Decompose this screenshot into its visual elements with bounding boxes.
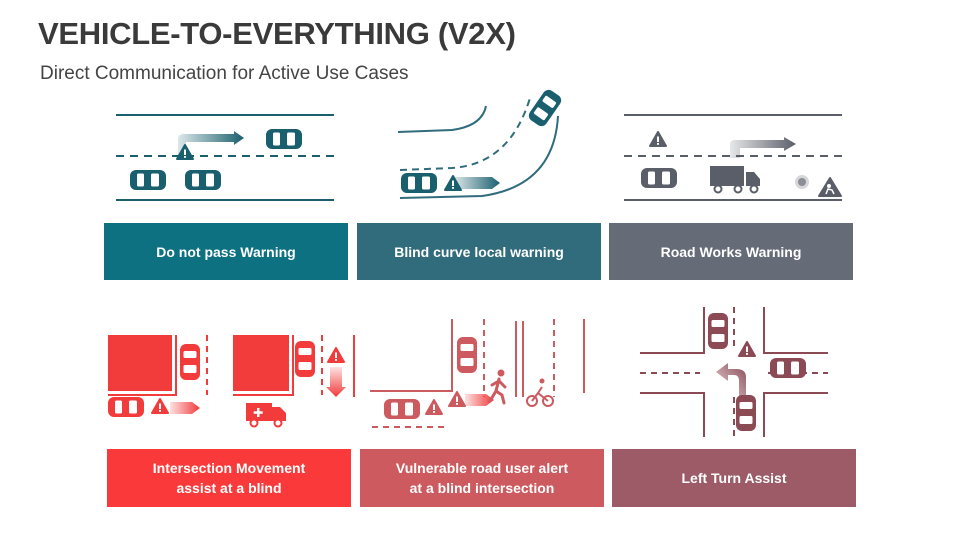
- car-icon: [108, 397, 144, 417]
- use-case-label-left-turn-assist: Left Turn Assist: [612, 449, 856, 507]
- page-title: VEHICLE-TO-EVERYTHING (V2X): [38, 16, 516, 51]
- truck-icon: [710, 166, 760, 194]
- car-icon: [641, 168, 677, 188]
- warning-arrow-down: [326, 367, 346, 397]
- warning-arrow: [170, 402, 200, 414]
- car-icon: [401, 173, 437, 193]
- warning-icon: [649, 131, 667, 147]
- ambulance-icon: [246, 403, 286, 428]
- intersection-curb: [640, 307, 705, 354]
- use-case-label-do-not-pass: Do not pass Warning: [104, 223, 348, 280]
- warning-arrow: [465, 394, 494, 406]
- left-turn-scene: [640, 307, 828, 437]
- curve-road-edge: [399, 115, 559, 199]
- road-hazard-core: [798, 178, 806, 186]
- curve-road-edge: [397, 105, 487, 133]
- overtake-arrow: [178, 131, 244, 156]
- car-icon: [770, 358, 806, 378]
- do-not-pass-scene: [116, 114, 334, 201]
- car-icon: [266, 129, 302, 149]
- curb-line: [370, 319, 453, 392]
- intersection-curb: [640, 392, 705, 437]
- road-worker-sign-icon: [818, 177, 842, 197]
- car-icon: [180, 344, 200, 380]
- car-icon: [185, 170, 221, 190]
- vulnerable-road-user-scene: [370, 319, 585, 428]
- car-icon: [708, 313, 728, 349]
- cyclist-icon: [526, 378, 554, 407]
- building-block: [233, 335, 289, 391]
- pedestrian-icon: [488, 369, 507, 405]
- building-block: [108, 335, 172, 391]
- intersection-curb: [763, 392, 828, 437]
- intersection-curb: [763, 307, 828, 354]
- use-case-label-blind-curve: Blind curve local warning: [357, 223, 601, 280]
- lane-change-arrow: [730, 137, 796, 158]
- curve-lane-divider: [399, 97, 531, 171]
- curb-line: [108, 335, 177, 396]
- warning-icon: [425, 399, 443, 415]
- car-icon: [457, 337, 477, 373]
- page-subtitle: Direct Communication for Active Use Case…: [40, 63, 409, 84]
- warning-icon: [738, 341, 756, 357]
- road-works-scene: [624, 114, 842, 201]
- use-case-label-road-works: Road Works Warning: [609, 223, 853, 280]
- blind-curve-scene: [397, 87, 564, 199]
- left-turn-arrow: [716, 363, 746, 399]
- intersection-movement-scene: [108, 335, 355, 428]
- warning-icon: [448, 391, 466, 407]
- curb-line: [233, 335, 294, 396]
- car-icon: [130, 170, 166, 190]
- car-icon: [736, 395, 756, 431]
- warning-arrow: [454, 177, 500, 189]
- warning-icon: [327, 347, 345, 363]
- car-icon: [384, 399, 420, 419]
- warning-icon: [151, 398, 169, 414]
- car-icon: [295, 341, 315, 377]
